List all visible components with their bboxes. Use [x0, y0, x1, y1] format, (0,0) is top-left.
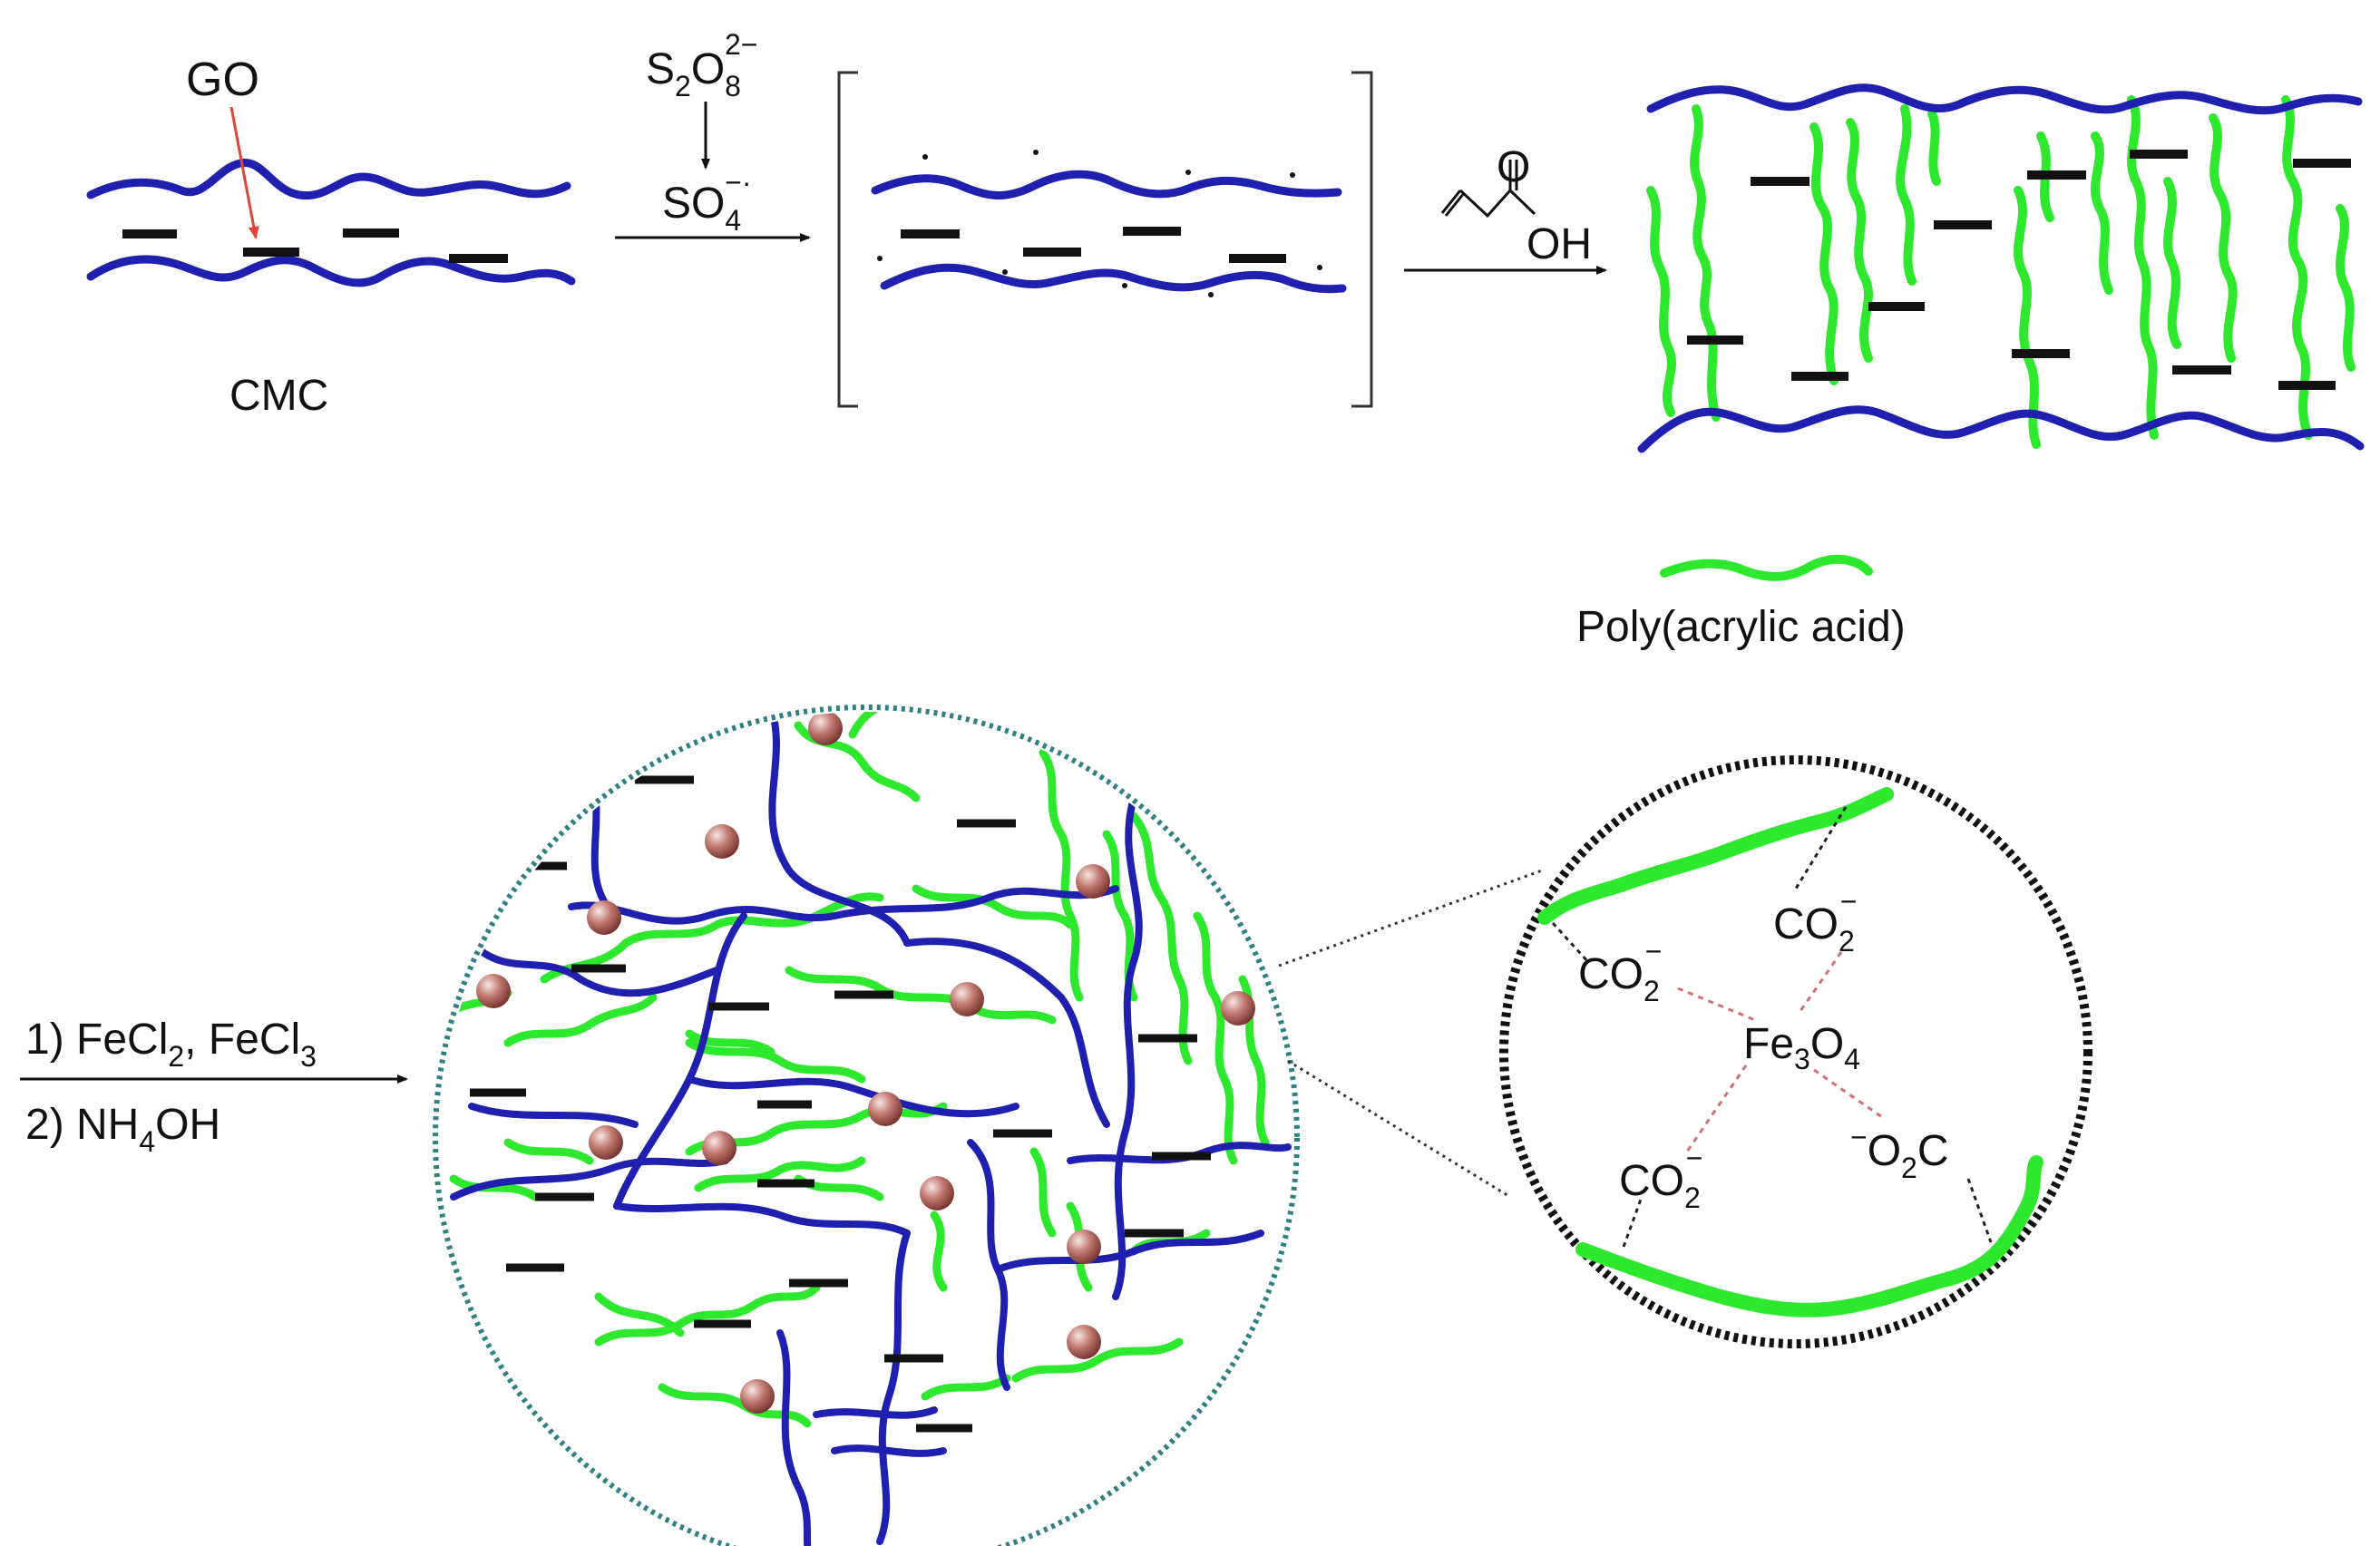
cmc-chain-top-grafted: [1646, 83, 2363, 115]
cmc-chain-top: [86, 159, 571, 200]
sphere-icon: [1067, 1325, 1101, 1359]
sphere-icon: [587, 900, 621, 935]
label-step-2: 2) NH4OH: [25, 1101, 220, 1158]
paa-chain-top-zoom: [1537, 787, 1894, 925]
paa-chain-bottom-zoom: [1575, 1155, 2043, 1318]
sphere-icon: [740, 1379, 775, 1414]
legend-paa-swatch: [1660, 554, 1873, 581]
go-sheets-radical: [901, 227, 1286, 263]
legend-paa-label: Poly(acrylic acid): [1576, 603, 1906, 651]
stage-magnetic-hydrogel: [433, 705, 1300, 1546]
zoom-lines: [1278, 869, 1543, 1199]
go-pointer-arrow: [229, 106, 259, 239]
bracket-left: [837, 71, 858, 408]
label-carboxylate-bottom: CO2−: [1619, 1142, 1702, 1214]
paa-chains-grafted: [1646, 95, 2356, 449]
nanoparticles: [476, 712, 1255, 1414]
cmc-chain-bottom: [86, 255, 576, 287]
go-sheets-network: [470, 775, 1211, 1433]
label-fe3o4: Fe3O4: [1743, 1020, 1860, 1075]
sphere-icon: [702, 1131, 736, 1165]
label-sulfate-radical: SO4−·: [662, 166, 752, 237]
sphere-icon: [1076, 864, 1110, 899]
acrylic-acid-structure: [1440, 160, 1536, 219]
cmc-chain-bottom-radical: [880, 263, 1347, 294]
stage-grafted-network: [1637, 83, 2365, 453]
label-persulfate: S2O82−: [646, 28, 757, 102]
stage-zoom-coordination: CO2− CO2− Fe3O4 CO2− −O2C: [1499, 755, 2092, 1348]
cmc-chain-bottom-grafted: [1637, 405, 2365, 453]
radical-dots: [877, 150, 1322, 297]
stage-radical-intermediate: [837, 71, 1373, 408]
sphere-icon: [705, 824, 739, 859]
sphere-icon: [1067, 1230, 1101, 1264]
reaction-step-2: O OH: [1404, 143, 1607, 275]
coordination-lines: [1677, 951, 1883, 1152]
go-sheets-grafted: [1687, 150, 2351, 390]
cmc-chain-top-radical: [871, 170, 1342, 199]
stage-cmc-go: GO CMC: [86, 53, 576, 420]
label-carboxylate-left: CO2−: [1578, 935, 1662, 1007]
sphere-icon: [476, 974, 511, 1008]
sphere-icon: [1221, 991, 1255, 1026]
sphere-icon: [589, 1125, 623, 1160]
sphere-icon: [868, 1092, 902, 1126]
go-sheets: [122, 228, 508, 263]
label-carboxylate-top: CO2−: [1773, 885, 1857, 958]
label-carboxylate-right: −O2C: [1850, 1121, 1949, 1184]
label-step-1: 1) FeCl2, FeCl3: [25, 1016, 317, 1073]
label-acrylic-oh: OH: [1527, 220, 1592, 268]
cmc-chains-network: [450, 712, 1292, 1546]
sphere-icon: [950, 982, 984, 1016]
paa-chains-network: [440, 712, 1270, 1428]
sphere-icon: [920, 1176, 954, 1211]
reaction-step-3: 1) FeCl2, FeCl3 2) NH4OH: [20, 1016, 408, 1158]
sphere-icon: [808, 712, 843, 745]
bracket-right: [1351, 71, 1373, 408]
tether-lines: [1551, 806, 1993, 1248]
reaction-step-1: S2O82− SO4−·: [615, 28, 811, 242]
hydrogel-boundary: [433, 705, 1300, 1546]
label-go: GO: [186, 53, 259, 106]
legend: Poly(acrylic acid): [1576, 554, 1906, 651]
label-acrylic-o: O: [1497, 143, 1530, 191]
zoom-boundary: [1499, 755, 2092, 1348]
label-cmc: CMC: [229, 372, 328, 420]
